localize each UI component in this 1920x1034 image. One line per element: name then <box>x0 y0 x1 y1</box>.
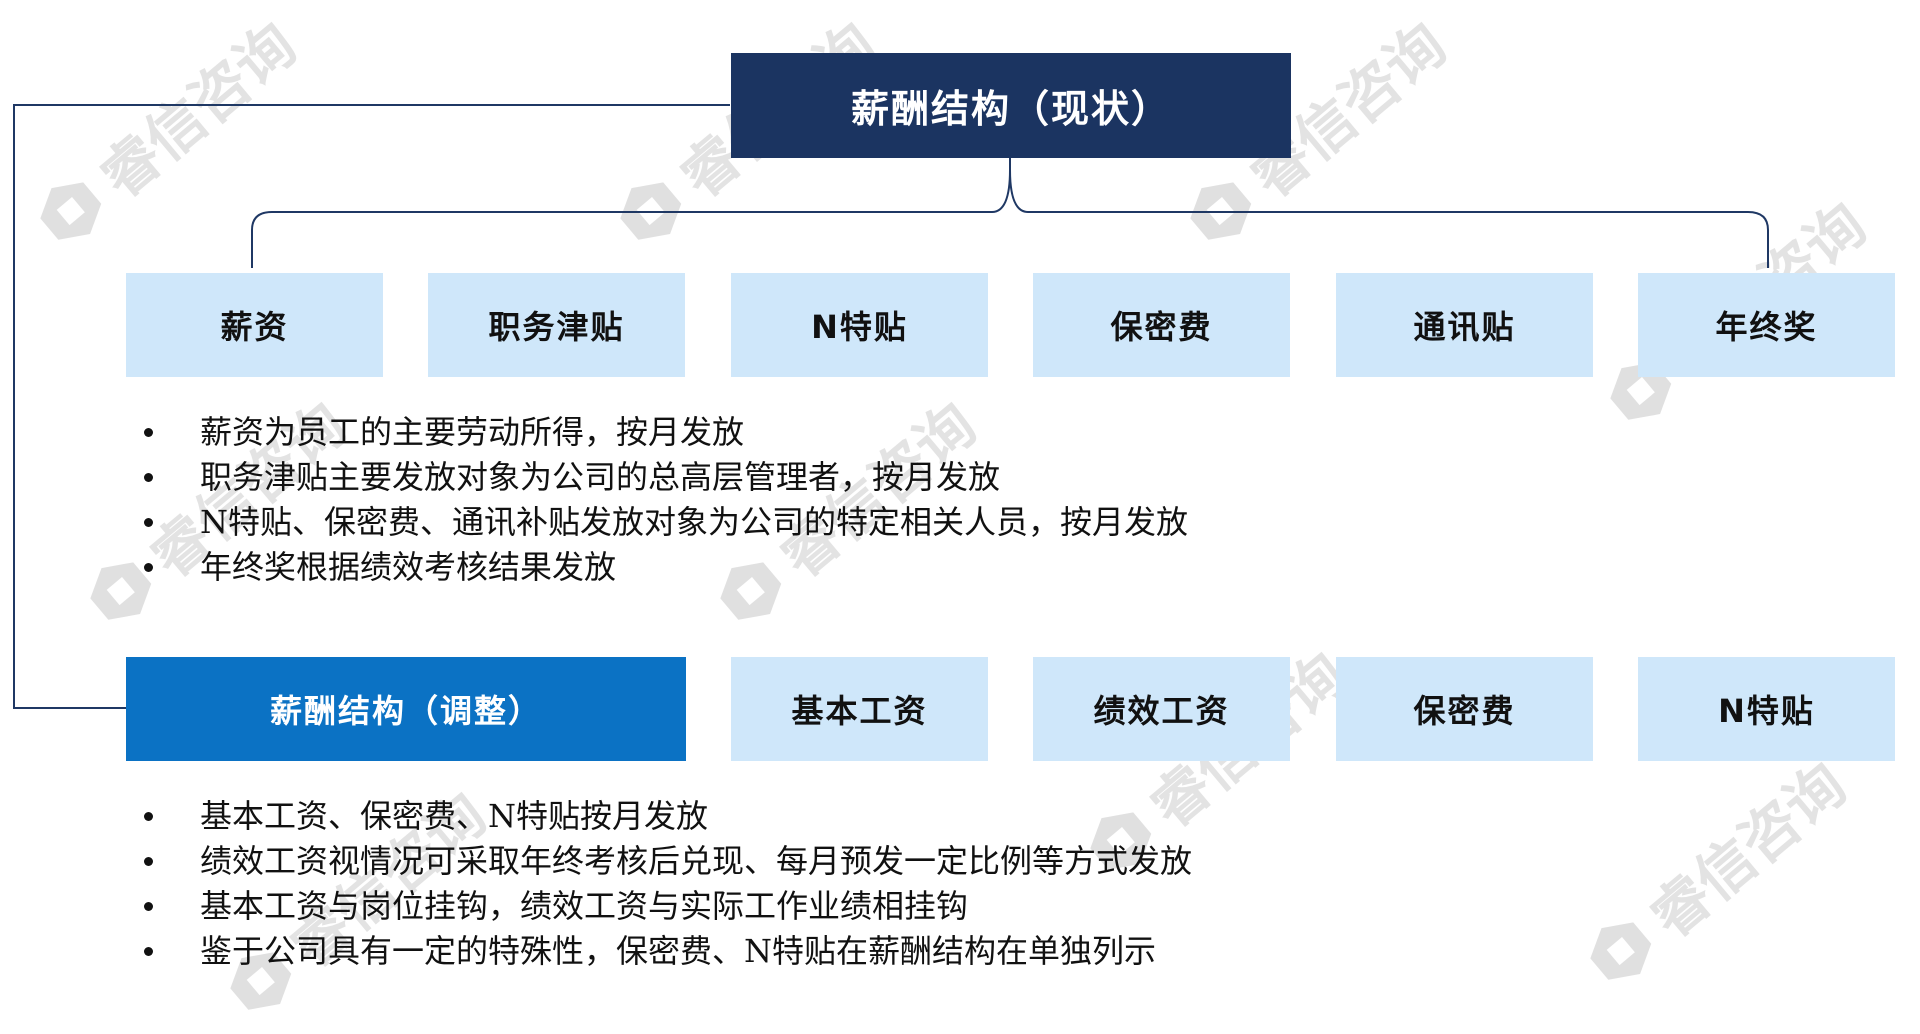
current-item-label: 职务津贴 <box>488 308 625 346</box>
brace-connector <box>251 158 1769 268</box>
current-item-box: N特贴 <box>731 273 988 377</box>
watermark-logo-icon <box>1590 922 1652 980</box>
note-text: 基本工资与岗位挂钩，绩效工资与实际工作业绩相挂钩 <box>200 887 969 925</box>
current-item-box: 保密费 <box>1033 273 1290 377</box>
bullet-icon <box>144 518 153 527</box>
list-item: 基本工资与岗位挂钩，绩效工资与实际工作业绩相挂钩 <box>140 884 1192 929</box>
current-item-label: 通讯贴 <box>1413 308 1516 346</box>
note-text: 职务津贴主要发放对象为公司的总高层管理者，按月发放 <box>200 458 1001 496</box>
watermark-logo-icon <box>40 182 102 240</box>
adjusted-structure-title: 薪酬结构（调整） <box>269 692 542 730</box>
note-text: 薪资为员工的主要劳动所得，按月发放 <box>200 413 745 451</box>
current-item-box: 职务津贴 <box>428 273 685 377</box>
list-item: 基本工资、保密费、N特贴按月发放 <box>140 794 1192 839</box>
current-item-label: 年终奖 <box>1715 308 1818 346</box>
adjusted-item-label: N特贴 <box>1718 692 1815 730</box>
adjusted-item-label: 基本工资 <box>791 692 928 730</box>
current-item-box: 通讯贴 <box>1336 273 1593 377</box>
note-text: N特贴、保密费、通讯补贴发放对象为公司的特定相关人员，按月发放 <box>200 503 1189 541</box>
watermark-text: 睿信咨询 <box>87 10 309 212</box>
list-item: 年终奖根据绩效考核结果发放 <box>140 545 1188 590</box>
adjusted-item-box: 基本工资 <box>731 657 988 761</box>
current-notes-list: 薪资为员工的主要劳动所得，按月发放 职务津贴主要发放对象为公司的总高层管理者，按… <box>140 410 1188 590</box>
bullet-icon <box>144 428 153 437</box>
current-structure-title: 薪酬结构（现状） <box>850 87 1171 131</box>
watermark: 睿信咨询 <box>1569 740 1860 1004</box>
bullet-icon <box>144 857 153 866</box>
current-item-label: N特贴 <box>811 308 908 346</box>
current-item-box: 年终奖 <box>1638 273 1895 377</box>
adjusted-item-box: 绩效工资 <box>1033 657 1290 761</box>
adjusted-item-label: 绩效工资 <box>1093 692 1230 730</box>
adjusted-item-label: 保密费 <box>1413 692 1516 730</box>
watermark: 睿信咨询 <box>19 0 310 264</box>
list-item: 鉴于公司具有一定的特殊性，保密费、N特贴在薪酬结构在单独列示 <box>140 929 1192 974</box>
bullet-icon <box>144 812 153 821</box>
bullet-icon <box>144 473 153 482</box>
current-item-label: 保密费 <box>1110 308 1213 346</box>
left-loop-connector <box>13 104 730 709</box>
watermark-logo-icon <box>1190 182 1252 240</box>
note-text: 鉴于公司具有一定的特殊性，保密费、N特贴在薪酬结构在单独列示 <box>200 932 1157 970</box>
note-text: 绩效工资视情况可采取年终考核后兑现、每月预发一定比例等方式发放 <box>200 842 1193 880</box>
adjusted-structure-title-box: 薪酬结构（调整） <box>126 657 686 761</box>
current-item-box: 薪资 <box>126 273 383 377</box>
adjusted-item-box: 保密费 <box>1336 657 1593 761</box>
adjusted-notes-list: 基本工资、保密费、N特贴按月发放 绩效工资视情况可采取年终考核后兑现、每月预发一… <box>140 794 1192 974</box>
list-item: 绩效工资视情况可采取年终考核后兑现、每月预发一定比例等方式发放 <box>140 839 1192 884</box>
bullet-icon <box>144 947 153 956</box>
note-text: 基本工资、保密费、N特贴按月发放 <box>200 797 709 835</box>
adjusted-item-box: N特贴 <box>1638 657 1895 761</box>
bullet-icon <box>144 563 153 572</box>
watermark-text: 睿信咨询 <box>1637 750 1859 952</box>
note-text: 年终奖根据绩效考核结果发放 <box>200 548 617 586</box>
current-item-label: 薪资 <box>220 308 289 346</box>
salary-structure-diagram: 睿信咨询 睿信咨询 睿信咨询 睿信咨询 睿信咨询 睿信咨询 睿信咨询 睿信咨询 … <box>13 0 1895 1010</box>
list-item: 薪资为员工的主要劳动所得，按月发放 <box>140 410 1188 455</box>
bullet-icon <box>144 902 153 911</box>
list-item: N特贴、保密费、通讯补贴发放对象为公司的特定相关人员，按月发放 <box>140 500 1188 545</box>
list-item: 职务津贴主要发放对象为公司的总高层管理者，按月发放 <box>140 455 1188 500</box>
watermark-logo-icon <box>620 182 682 240</box>
current-structure-title-box: 薪酬结构（现状） <box>731 53 1291 158</box>
